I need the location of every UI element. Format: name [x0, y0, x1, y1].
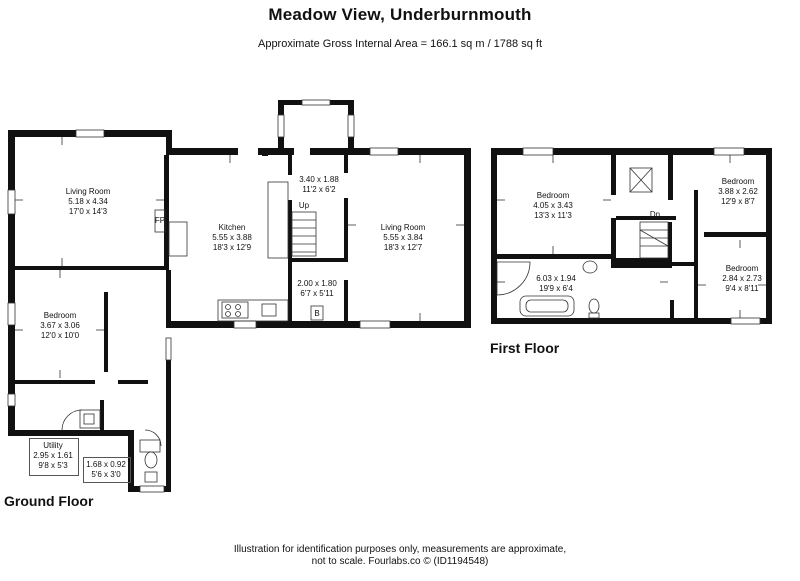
disclaimer-line-1: Illustration for identification purposes…	[233, 544, 567, 555]
bedroom-bottom-right-imperial: 9'4 x 8'11	[725, 284, 759, 293]
bedroom-bottom-right-metric: 2.84 x 2.73	[722, 274, 762, 283]
gross-area-subtitle: Approximate Gross Internal Area = 166.1 …	[257, 38, 542, 50]
living-room-left-imperial: 17'0 x 14'3	[69, 207, 108, 216]
ground-floor-labels: Living Room 5.18 x 4.34 17'0 x 14'3 FP K…	[33, 175, 425, 479]
wc-imperial: 5'6 x 3'0	[91, 470, 121, 479]
living-room-left-name: Living Room	[66, 187, 111, 196]
boiler-label: B	[314, 309, 319, 318]
living-room-right-imperial: 18'3 x 12'7	[384, 243, 423, 252]
wc-label-box	[83, 457, 131, 483]
first-floor-fixtures	[496, 155, 766, 319]
bedroom-top-right-name: Bedroom	[722, 177, 755, 186]
ground-floor-walls	[8, 100, 471, 492]
bathroom-imperial: 19'9 x 6'4	[539, 284, 573, 293]
stairs-up-label: Up	[299, 201, 310, 210]
bedroom-left-metric: 4.05 x 3.43	[533, 201, 573, 210]
ground-floor-windows	[7, 99, 399, 493]
disclaimer-line-2: not to scale. Fourlabs.co © (ID1194548)	[311, 556, 489, 567]
bedroom-left-name: Bedroom	[537, 191, 570, 200]
wc-metric: 1.68 x 0.92	[86, 460, 126, 469]
ground-floor-label: Ground Floor	[4, 493, 94, 509]
bedroom-metric: 3.67 x 3.06	[40, 321, 80, 330]
bedroom-top-right-imperial: 12'9 x 8'7	[721, 197, 755, 206]
disclaimer-footer: Illustration for identification purposes…	[0, 544, 800, 568]
utility-label-box	[29, 438, 79, 476]
kitchen-metric: 5.55 x 3.88	[212, 233, 252, 242]
bedroom-name: Bedroom	[44, 311, 77, 320]
bedroom-top-right-metric: 3.88 x 2.62	[718, 187, 758, 196]
hall-imperial: 11'2 x 6'2	[302, 185, 336, 194]
kitchen-imperial: 18'3 x 12'9	[213, 243, 252, 252]
utility-metric: 2.95 x 1.61	[33, 451, 73, 460]
utility-imperial: 9'8 x 5'3	[38, 461, 68, 470]
bedroom-left-imperial: 13'3 x 11'3	[534, 211, 572, 220]
living-room-left-metric: 5.18 x 4.34	[68, 197, 108, 206]
bedroom-bottom-right-name: Bedroom	[726, 264, 759, 273]
store-imperial: 6'7 x 5'11	[300, 289, 334, 298]
bedroom-imperial: 12'0 x 10'0	[41, 331, 80, 340]
first-floor-label: First Floor	[490, 340, 560, 356]
fireplace-label: FP	[155, 216, 165, 225]
hall-metric: 3.40 x 1.88	[299, 175, 339, 184]
stairs-down-label: Dn	[650, 210, 660, 219]
living-room-right-name: Living Room	[381, 223, 426, 232]
bathroom-metric: 6.03 x 1.94	[536, 274, 576, 283]
page-title: Meadow View, Underburnmouth	[268, 5, 532, 24]
first-floor-walls	[491, 148, 772, 324]
living-room-right-metric: 5.55 x 3.84	[383, 233, 423, 242]
first-floor-labels: Bedroom 4.05 x 3.43 13'3 x 11'3 Bedroom …	[533, 177, 762, 293]
ground-floor-fixtures	[15, 137, 464, 483]
store-metric: 2.00 x 1.80	[297, 279, 337, 288]
kitchen-name: Kitchen	[219, 223, 246, 232]
utility-name: Utility	[43, 441, 63, 450]
